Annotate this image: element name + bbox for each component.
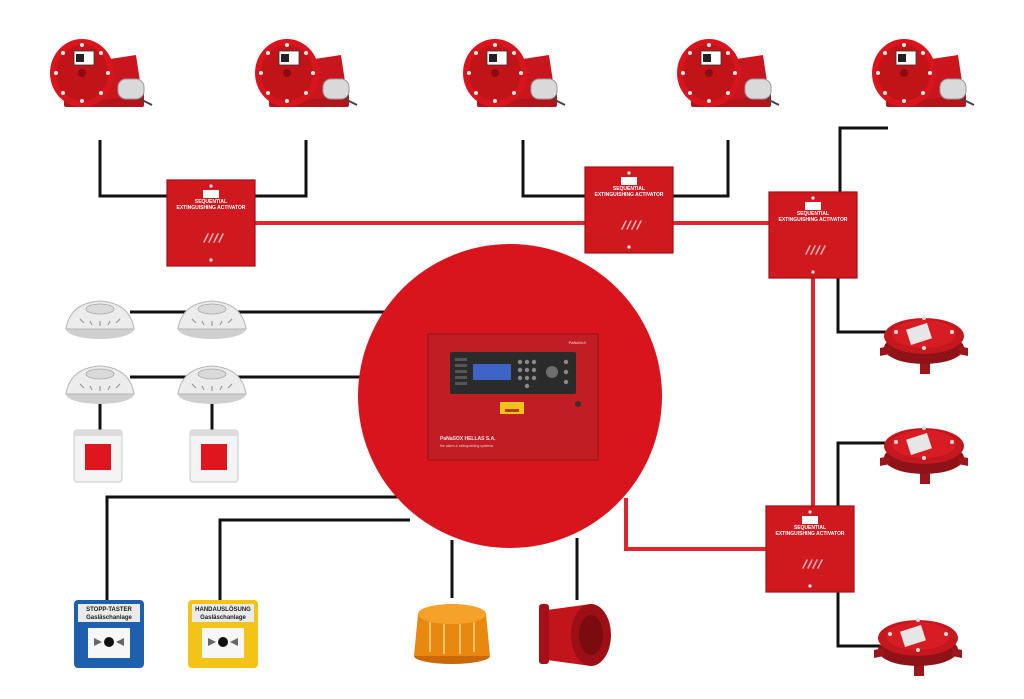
- smoke-detector-3: [65, 365, 135, 405]
- panel-brand: PaNaVoX: [569, 340, 587, 345]
- svg-text:EXTINGUISHING ACTIVATOR: EXTINGUISHING ACTIVATOR: [776, 531, 845, 537]
- solenoid-actuator-1: [880, 316, 968, 374]
- panel-display-bezel: [450, 352, 576, 394]
- solenoid-actuator-3: [874, 618, 962, 676]
- bus-panel-to-bottom-activator: [624, 498, 767, 551]
- panel-lcd-screen: [473, 364, 511, 380]
- control-panel: PaNaVoX PaNaSOX HELLAS S.A. fire alarm &…: [427, 333, 599, 461]
- extinguishing-bottle-1: [49, 38, 153, 108]
- svg-text:EXTINGUISHING ACTIVATOR: EXTINGUISHING ACTIVATOR: [595, 192, 664, 198]
- panel-company: PaNaSOX HELLAS S.A.: [440, 436, 496, 442]
- release-button: HANDAUSLÖSUNG Gasläschanlage: [188, 600, 258, 668]
- solenoid-actuator-2: [880, 426, 968, 484]
- wire-bottle-4: [671, 140, 730, 198]
- siren: [539, 604, 611, 666]
- smoke-detector-2: [177, 300, 247, 340]
- stop-button: STOPP-TASTER Gasläschanlage: [74, 600, 144, 668]
- svg-text:SEQUENTIAL: SEQUENTIAL: [195, 199, 227, 205]
- stop-button-line2: Gasläschanlage: [86, 615, 132, 621]
- smoke-detector-1: [65, 300, 135, 340]
- panel-tagline: fire alarm & extinguishing systems: [440, 444, 493, 448]
- wire-bottle-5: [838, 126, 888, 193]
- extinguishing-bus: [254, 221, 815, 551]
- release-button-line2: Gasläschanlage: [200, 615, 246, 621]
- wire-release-button: [218, 518, 410, 602]
- extinguishing-bottle-4: [676, 38, 780, 108]
- signal-wiring: [98, 126, 888, 648]
- svg-text:EXTINGUISHING ACTIVATOR: EXTINGUISHING ACTIVATOR: [779, 217, 848, 223]
- panel-warning-label: [500, 402, 524, 414]
- manual-call-point-1: [73, 429, 123, 483]
- svg-text:EXTINGUISHING ACTIVATOR: EXTINGUISHING ACTIVATOR: [177, 205, 246, 211]
- extinguishing-bottle-2: [254, 38, 358, 108]
- activator-right: SEQUENTIAL EXTINGUISHING ACTIVATOR: [768, 191, 858, 279]
- stop-button-line1: STOPP-TASTER: [86, 607, 132, 613]
- svg-text:SEQUENTIAL: SEQUENTIAL: [613, 186, 645, 192]
- extinguishing-bottle-5: [871, 38, 975, 108]
- wire-bottle-3: [521, 140, 586, 198]
- release-button-line1: HANDAUSLÖSUNG: [195, 606, 251, 613]
- strobe-beacon: [414, 604, 490, 664]
- svg-text:SEQUENTIAL: SEQUENTIAL: [794, 525, 826, 531]
- manual-call-point-2: [189, 429, 239, 483]
- activator-bottom: SEQUENTIAL EXTINGUISHING ACTIVATOR: [765, 505, 855, 593]
- smoke-detector-4: [177, 365, 247, 405]
- activator-center: SEQUENTIAL EXTINGUISHING ACTIVATOR: [584, 166, 674, 254]
- panel-key-lock[interactable]: [575, 401, 581, 407]
- activator-left: SEQUENTIAL EXTINGUISHING ACTIVATOR: [166, 179, 256, 267]
- panel-keypad[interactable]: [517, 359, 569, 389]
- wire-solenoid-1: [836, 278, 888, 334]
- wire-solenoid-3: [836, 592, 880, 648]
- wire-bottle-1: [98, 140, 168, 198]
- svg-text:SEQUENTIAL: SEQUENTIAL: [797, 211, 829, 217]
- wire-stop-button: [105, 495, 400, 602]
- extinguishing-bottle-3: [462, 38, 566, 108]
- wire-bottle-2: [254, 140, 308, 198]
- wire-solenoid-2: [836, 441, 888, 508]
